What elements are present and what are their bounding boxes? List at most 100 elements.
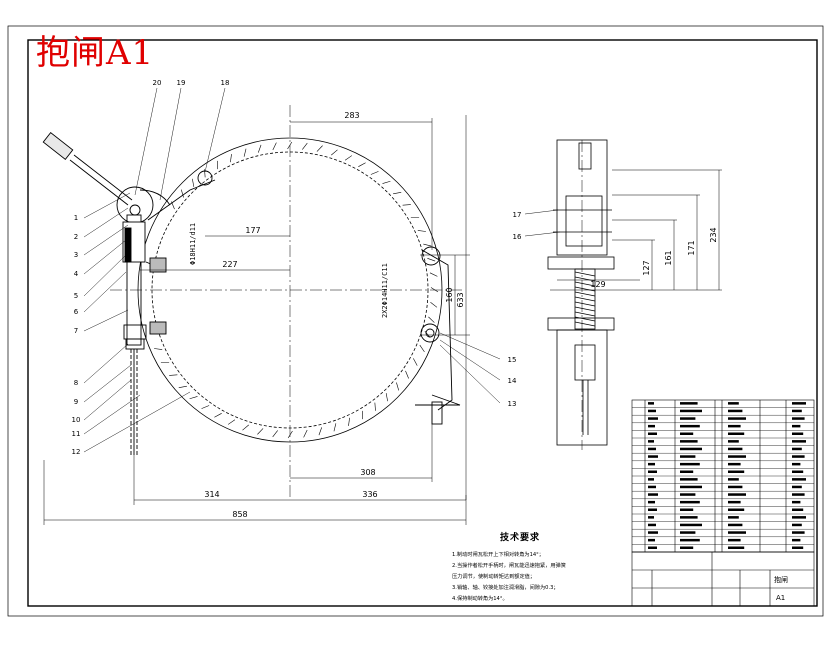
- table-cell-text-block: [680, 508, 694, 511]
- table-cell-text-block: [792, 424, 801, 428]
- serration-tick: [382, 180, 391, 184]
- table-cell-text-block: [792, 409, 802, 413]
- table-cell-text-block: [680, 470, 694, 473]
- table-cell-text-block: [728, 402, 739, 405]
- serration-tick: [430, 302, 438, 308]
- table-cell-text-block: [792, 440, 806, 443]
- part-number: 13: [508, 400, 517, 408]
- serration-tick: [344, 155, 353, 161]
- vertical-rod: [126, 214, 142, 346]
- spring-coil: [574, 286, 596, 292]
- dim-171: 171: [687, 240, 696, 255]
- compression-spring: [574, 271, 596, 327]
- serration-tick: [417, 230, 426, 232]
- table-cell-text-block: [728, 508, 745, 511]
- upper-lever: [147, 179, 216, 221]
- title-block-code: A1: [776, 594, 785, 602]
- part-number: 5: [74, 292, 78, 300]
- part-number: 20: [153, 79, 162, 87]
- table-cell-text-block: [648, 417, 658, 420]
- table-cell-text-block: [648, 455, 658, 458]
- right-lower-pin: [420, 323, 440, 343]
- dim-129: 129: [590, 280, 605, 289]
- parts-list-rows: [632, 407, 814, 553]
- table-cell-text-block: [680, 440, 698, 443]
- serration-tick: [402, 204, 411, 206]
- table-cell-text-block: [680, 417, 696, 420]
- serration-tick: [242, 424, 249, 431]
- part-number: 11: [72, 430, 81, 438]
- serration-tick: [331, 149, 338, 156]
- serration-tick: [413, 358, 418, 366]
- table-cell-text-block: [680, 424, 700, 428]
- serration-tick: [370, 171, 379, 175]
- table-cell-text-block: [680, 523, 702, 527]
- part-number: 10: [72, 416, 81, 424]
- table-cell-text-block: [792, 417, 805, 420]
- part-number: 14: [508, 377, 517, 385]
- serration-tick: [287, 141, 293, 150]
- handle-arm: [69, 159, 129, 206]
- table-cell-text-block: [680, 531, 696, 534]
- table-cell-text-block: [728, 500, 741, 504]
- side-frame: [556, 139, 608, 256]
- table-cell-text-block: [792, 447, 802, 451]
- table-cell-text-block: [648, 493, 658, 496]
- dim-127: 127: [642, 260, 651, 275]
- table-cell-text-block: [648, 485, 656, 489]
- serration-tick: [214, 413, 222, 418]
- table-cell-text-block: [680, 500, 700, 504]
- hatched-slot: [124, 227, 132, 263]
- serration-tick: [201, 405, 210, 409]
- right-upper-pin: [421, 246, 441, 266]
- table-cell-text-block: [648, 402, 654, 405]
- part-number: 19: [177, 79, 186, 87]
- title-block: [631, 551, 815, 607]
- table-cell-text-block: [728, 417, 746, 420]
- serration-tick: [385, 393, 388, 402]
- side-spring-box: [574, 268, 596, 330]
- table-cell-text-block: [648, 447, 656, 451]
- technical-requirements-title: 技术要求: [500, 533, 541, 543]
- table-cell-text-block: [648, 432, 657, 435]
- serration-tick: [302, 142, 308, 150]
- table-cell-text-block: [648, 523, 656, 527]
- dim-308: 308: [360, 468, 375, 477]
- table-cell-text-block: [648, 470, 657, 473]
- table-cell-text-block: [728, 516, 739, 519]
- table-cell-text-block: [728, 546, 745, 549]
- table-cell-text-block: [728, 478, 739, 481]
- fit-center: 2X2Φ14H11/C11: [381, 263, 389, 318]
- table-cell-text-block: [792, 478, 806, 481]
- serration-tick: [430, 287, 439, 293]
- right-mechanism: [415, 246, 461, 425]
- table-cell-text-block: [728, 424, 741, 428]
- serration-tick: [169, 374, 178, 376]
- serration-tick: [287, 430, 293, 439]
- table-cell-text-block: [792, 516, 806, 519]
- table-cell-text-block: [648, 478, 654, 481]
- serration-tick: [227, 419, 236, 425]
- serration-tick: [154, 348, 163, 350]
- link-block: [149, 257, 167, 273]
- serration-tick: [427, 257, 436, 262]
- serration-tick: [358, 162, 366, 167]
- table-cell-text-block: [728, 470, 745, 473]
- lever-pin: [129, 204, 141, 216]
- table-cell-text-block: [728, 538, 741, 542]
- part-number: 9: [74, 398, 78, 406]
- table-cell-text-block: [792, 402, 806, 405]
- table-cell-text-block: [792, 470, 804, 473]
- table-cell-text-block: [728, 523, 743, 527]
- serration-tick: [272, 430, 278, 438]
- serration-tick: [396, 382, 400, 391]
- table-cell-text-block: [792, 462, 801, 466]
- spring-coil: [574, 281, 596, 287]
- dimension-lines: [43, 115, 470, 525]
- handle-grip: [42, 132, 74, 160]
- serration-tick: [257, 428, 264, 435]
- table-cell-text-block: [792, 455, 805, 458]
- side-dimension-lines: [550, 169, 722, 291]
- side-lower-frame: [556, 329, 608, 446]
- dim-177: 177: [245, 226, 260, 235]
